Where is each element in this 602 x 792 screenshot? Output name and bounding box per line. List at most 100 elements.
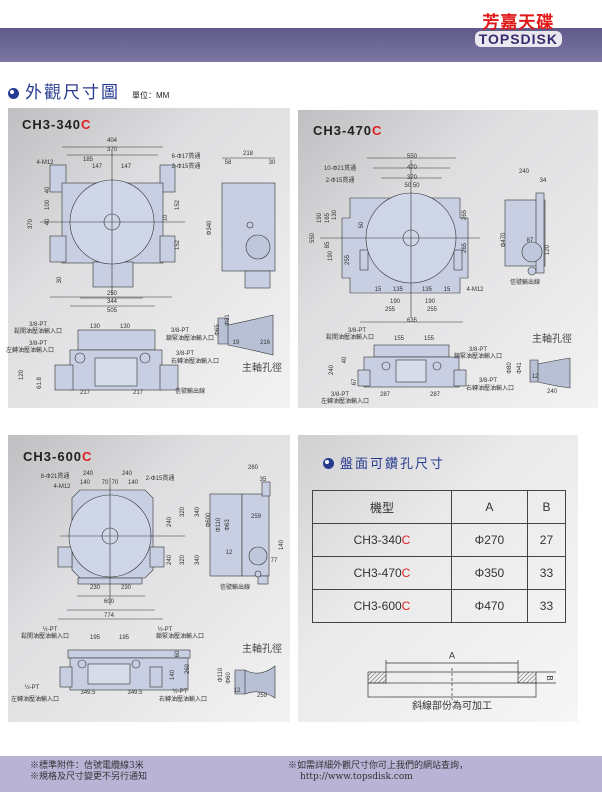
dimension-label: 340 <box>195 506 201 518</box>
dimension-label: 240 <box>329 364 335 376</box>
dimension-label: 2-Φ15貫通 <box>171 164 201 170</box>
dimension-label: 600 <box>103 599 115 605</box>
dimension-label: 130 <box>89 324 101 330</box>
dimension-label: 255 <box>426 307 438 313</box>
dimension-label: 344 <box>106 299 118 305</box>
dimension-label: 87 <box>526 238 534 244</box>
dimension-label: 165 <box>325 212 331 224</box>
model-cell: CH3-340C <box>312 523 452 557</box>
dimension-label: 140 <box>127 480 139 486</box>
dimension-label: 240 <box>121 471 133 477</box>
dimension-label: 85 <box>325 241 331 249</box>
header-a: A <box>450 490 528 524</box>
dimension-label: 右轉油壓油輸入口 <box>465 386 515 392</box>
footer: ※標準附件：信號電纜線3米 ※規格及尺寸變更不另行通知 ※如需詳細外觀尺寸你可上… <box>0 756 602 792</box>
dimension-label: 10 <box>163 214 169 222</box>
dimension-label: 259 <box>250 514 262 520</box>
dimension-label: 3/8-PT <box>330 392 350 398</box>
dimension-label: 3/8-PT <box>175 351 195 357</box>
b-cell: 33 <box>526 589 567 623</box>
dimension-label: 370 <box>28 218 34 230</box>
dimension-label: 3/8-PT <box>28 322 48 328</box>
dimension-label: 信號輸出線 <box>174 389 206 395</box>
dimension-label: Φ41 <box>517 362 523 374</box>
dimension-label: 15 <box>374 287 382 293</box>
footer-note-spec: ※規格及尺寸變更不另行通知 <box>30 772 148 782</box>
dimension-label: 左轉油壓油輸入口 <box>10 697 60 703</box>
dimension-label: ½-PT <box>24 685 40 691</box>
dimension-label: 774 <box>103 613 115 619</box>
dimension-label: Φ63 <box>225 519 231 531</box>
diagram-b-label: B <box>545 675 554 681</box>
dimension-label: 404 <box>106 138 118 144</box>
dimension-label: 鎖緊油壓油輸入口 <box>155 634 205 640</box>
brand-logo: 芳嘉天碟 TOPSDISK <box>474 8 562 47</box>
dimension-label: 265 <box>462 209 468 221</box>
dimension-label: 40 <box>45 218 51 226</box>
a-cell: Φ270 <box>450 523 528 557</box>
diagram-a-label: A <box>448 650 456 661</box>
drawing-ch3-600c <box>57 478 276 699</box>
drawing-ch3-470c <box>320 157 571 389</box>
dimension-label: 70 <box>111 480 119 486</box>
dimension-label: 50 50 <box>404 183 420 189</box>
dimension-label: 信號輸出線 <box>509 280 541 286</box>
drill-size-table: 機型 A B CH3-340C Φ270 27 CH3-470C Φ350 33… <box>312 490 567 623</box>
dimension-label: 255 <box>345 254 351 266</box>
dimension-label: 320 <box>180 554 186 566</box>
dimension-label: 370 <box>106 147 118 153</box>
dimension-label: Φ340 <box>207 220 213 236</box>
dimensions-section-title: 外觀尺寸圖 單位：MM <box>8 78 169 103</box>
footer-note-accessory: ※標準附件：信號電纜線3米 <box>30 761 144 771</box>
dimension-label: 135 <box>392 287 404 293</box>
model-title-470: CH3-470C <box>313 123 383 138</box>
dimension-label: 152 <box>175 239 181 251</box>
dimension-label: 470 <box>406 165 418 171</box>
dimension-label: 12 <box>531 374 539 380</box>
dimension-label: 67 <box>352 378 358 386</box>
footer-website-link[interactable]: http://www.topsdisk.com <box>300 772 413 782</box>
dimension-label: 152 <box>175 199 181 211</box>
dimension-label: 77 <box>270 558 278 564</box>
model-cell: CH3-470C <box>312 556 452 590</box>
a-cell: Φ350 <box>450 556 528 590</box>
header-model: 機型 <box>312 490 452 524</box>
dimension-label: 130 <box>332 209 338 221</box>
dimension-label: 15 <box>443 287 451 293</box>
dimension-label: 255 <box>384 307 396 313</box>
dimension-label: Φ600 <box>206 512 212 528</box>
dimension-label: 230 <box>89 585 101 591</box>
dimension-label: 左轉油壓油輸入口 <box>5 348 55 354</box>
dimension-label: 鎖緊油壓油輸入口 <box>165 336 215 342</box>
dimension-label: 287 <box>429 392 441 398</box>
dimension-label: 260 <box>185 663 191 675</box>
spindle-bore-label: 主軸孔徑 <box>532 334 572 345</box>
dimension-label: 240 <box>546 389 558 395</box>
dimension-label: 287 <box>379 392 391 398</box>
dimension-label: 190 <box>389 299 401 305</box>
model-title-600: CH3-600C <box>23 449 93 464</box>
footer-note-website: ※如需詳細外觀尺寸你可上我們的網站查詢， <box>288 761 469 771</box>
drill-diagram <box>367 660 556 700</box>
dimension-label: 259 <box>256 693 268 699</box>
dimension-label: Φ110 <box>216 517 222 533</box>
dimension-label: 195 <box>89 635 101 641</box>
dimension-label: 505 <box>106 308 118 314</box>
dimension-label: 320 <box>180 506 186 518</box>
dimension-label: 217 <box>79 390 91 396</box>
table-row: CH3-600C Φ470 33 <box>312 589 567 623</box>
b-cell: 27 <box>526 523 567 557</box>
b-cell: 33 <box>526 556 567 590</box>
dimension-label: 鬆開油壓油輸入口 <box>13 329 63 335</box>
dimension-label: 370 <box>406 175 418 181</box>
model-cell: CH3-600C <box>312 589 452 623</box>
dimension-label: 58 <box>224 160 232 166</box>
dimension-label: 2-Φ15貫通 <box>145 476 175 482</box>
dimension-label: 50 <box>359 221 365 229</box>
dimension-label: 155 <box>423 336 435 342</box>
spindle-bore-label: 主軸孔徑 <box>242 644 282 655</box>
dimension-label: 120 <box>545 244 551 256</box>
dimension-label: 140 <box>170 669 176 681</box>
dimension-label: 190 <box>328 250 334 262</box>
